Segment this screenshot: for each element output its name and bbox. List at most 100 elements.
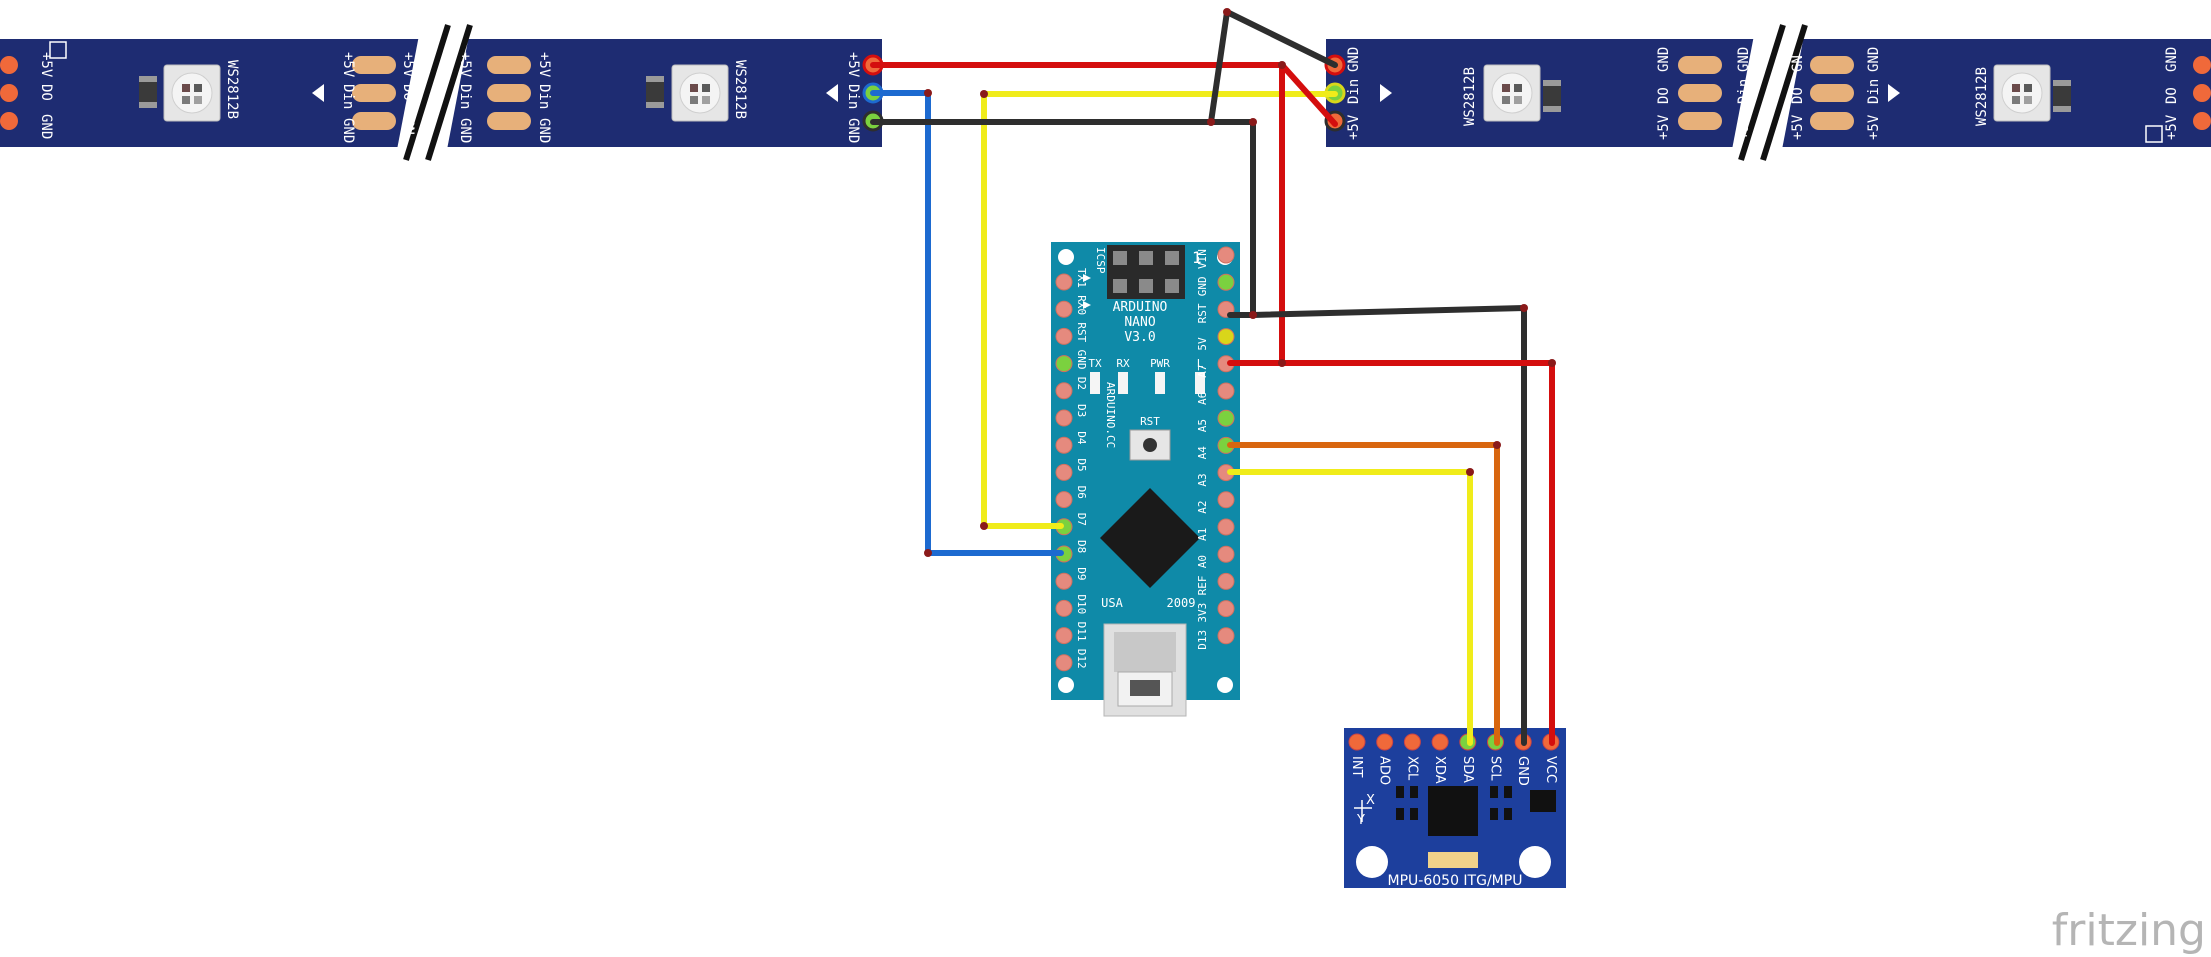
nano-pin-label: A2 <box>1196 501 1209 514</box>
led-strip-left <box>0 24 884 161</box>
pin-label-gnd: GND <box>38 114 54 139</box>
nano-pin-rst <box>1055 327 1073 345</box>
pin-label-5v: +5V <box>1656 114 1672 140</box>
nano-pin-label: RX0 <box>1075 295 1088 315</box>
nano-pin-d3 <box>1055 409 1073 427</box>
mpu-pin-xcl <box>1403 733 1421 751</box>
pin-label-5v: +5V <box>38 52 54 78</box>
pin-label-do: DO <box>2164 87 2180 104</box>
nano-pin-a2 <box>1217 491 1235 509</box>
pin-label-gnd: GND <box>457 118 473 143</box>
nano-pin-label: 3V3 <box>1196 603 1209 623</box>
nano-pin-d13 <box>1217 627 1235 645</box>
wire-orange-scl <box>1227 442 1500 746</box>
usa-label: USA <box>1101 596 1123 610</box>
nano-pin-label: D4 <box>1075 431 1088 445</box>
nano-pin-a6 <box>1217 382 1235 400</box>
header-digit: 1 <box>1192 248 1202 267</box>
nano-pin-label: D7 <box>1075 513 1088 526</box>
pin-label-do: DO <box>38 84 54 101</box>
pin-label-din: Din <box>536 84 552 109</box>
pin-label-do: DO <box>1790 87 1806 104</box>
nano-pin-label: A5 <box>1196 419 1209 432</box>
nano-pin-ref <box>1217 572 1235 590</box>
pin-label-5v: +5 <box>1736 123 1752 140</box>
wire-blue-din <box>870 90 1064 556</box>
led-pwr-label: PWR <box>1150 357 1170 370</box>
nano-pin-label: D3 <box>1075 404 1088 417</box>
nano-pin-gnd <box>1217 273 1235 291</box>
pin-label-gnd: GND <box>340 118 356 143</box>
nano-pin-label: A6 <box>1196 392 1209 405</box>
arduino-title: ARDUINO <box>1113 300 1168 315</box>
pin-label-do: DO <box>400 84 416 101</box>
pin-label-gnd: GND <box>845 118 861 143</box>
nano-pin-label: D8 <box>1075 540 1088 553</box>
chip-label: WS2812B <box>1462 67 1478 126</box>
mpu-label: MPU-6050 ITG/MPU <box>1388 873 1523 889</box>
pin-label-din: Din <box>457 84 473 109</box>
mpu-pin-label: ADO <box>1377 756 1392 785</box>
wire-black-gnd <box>870 119 1256 318</box>
nano-pin-label: VIN <box>1196 249 1209 269</box>
chip-label: WS2812B <box>224 60 240 119</box>
nano-pin-label: D10 <box>1075 594 1088 614</box>
nano-pin-label: D5 <box>1075 458 1088 471</box>
nano-pin-label: A1 <box>1196 528 1209 541</box>
pin-label-din: Din <box>1346 79 1362 104</box>
nano-pin-label: D9 <box>1075 567 1088 580</box>
chip-label: WS2812B <box>732 60 748 119</box>
nano-pin-label: GND <box>1196 276 1209 296</box>
led-tx-label: TX <box>1088 357 1102 370</box>
mpu-labels: MPU-6050 ITG/MPU X Y <box>1354 793 1522 889</box>
nano-pin-a5 <box>1217 409 1235 427</box>
pin-label-din: Din <box>340 84 356 109</box>
mpu-pin-label: INT <box>1349 756 1364 778</box>
nano-pin-label: D2 <box>1075 377 1088 390</box>
nano-pin-label: D6 <box>1075 486 1088 499</box>
nano-pin-label: REF <box>1196 576 1209 596</box>
nano-pin-label: RST <box>1075 322 1088 342</box>
nano-pin-label: A3 <box>1196 473 1209 486</box>
nano-pin-label: A7 <box>1196 365 1209 378</box>
wire-red-mpu-vcc <box>1279 360 1555 746</box>
brand-label: ARDUINO.CC <box>1104 382 1117 448</box>
pin-label-gnd: GND <box>1346 47 1362 72</box>
reset-label: RST <box>1140 415 1160 428</box>
pin-label-5v: +5V <box>400 52 416 78</box>
pin-label-gnd: GND <box>536 118 552 143</box>
nano-pin-gnd <box>1055 355 1073 373</box>
led-strip-right <box>1324 24 2211 161</box>
nano-pin-label: 5V <box>1196 337 1209 351</box>
wire-yellow-din <box>981 91 1338 529</box>
arduino-labels: ARDUINO NANO V3.0 ICSP 1 ARDUINO.CC RST … <box>1083 247 1204 610</box>
pin-label-5v: +5V <box>845 52 861 78</box>
nano-pin-d12 <box>1055 654 1073 672</box>
nano-pin-label: A0 <box>1196 555 1209 568</box>
wires <box>870 8 1556 746</box>
axis-y-label: Y <box>1356 813 1365 828</box>
pin-label-5v: +5V <box>2164 114 2180 140</box>
mpu-pin-label: GND <box>1515 756 1530 786</box>
nano-pin-d11 <box>1055 627 1073 645</box>
nano-pin-d5 <box>1055 463 1073 481</box>
led-l-label: L <box>1197 357 1204 370</box>
icsp-label: ICSP <box>1094 247 1107 274</box>
mpu-pin-label: VCC <box>1543 756 1558 783</box>
pin-label-do: DO <box>1656 87 1672 104</box>
nano-pin-label: D13 <box>1196 630 1209 650</box>
mpu-pin-label: SDA <box>1460 756 1475 783</box>
axis-x-label: X <box>1366 793 1375 808</box>
chip-label: WS2812B <box>1974 67 1990 126</box>
nano-pin-d2 <box>1055 382 1073 400</box>
pin-label-din: Din <box>845 84 861 109</box>
nano-pin-a0 <box>1217 545 1235 563</box>
nano-pin-vin <box>1217 246 1235 264</box>
mpu-pin-label: XDA <box>1432 756 1447 784</box>
nano-pin-a1 <box>1217 518 1235 536</box>
pin-label-gn: GN <box>1790 55 1806 72</box>
nano-pin-label: D11 <box>1075 622 1088 642</box>
